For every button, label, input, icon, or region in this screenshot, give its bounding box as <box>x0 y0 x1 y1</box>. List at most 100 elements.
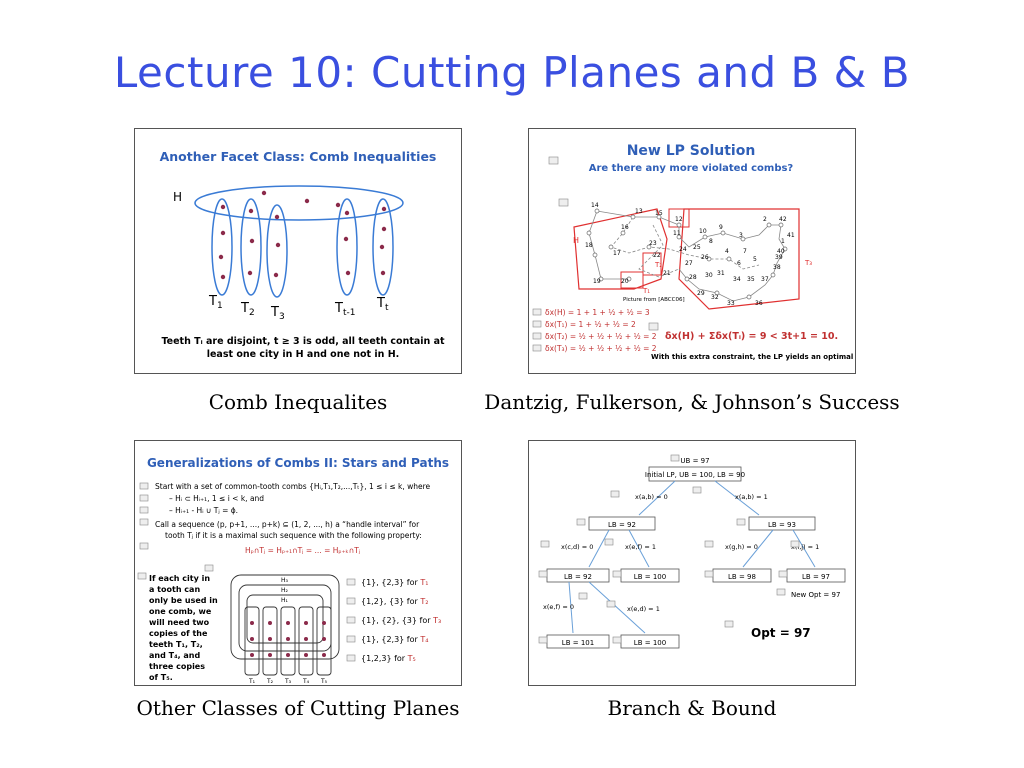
caption-bb: Branch & Bound <box>607 696 777 720</box>
svg-text:4: 4 <box>725 248 729 255</box>
teeth-columns <box>244 606 332 676</box>
svg-text:LB = 92: LB = 92 <box>608 521 636 529</box>
svg-text:21: 21 <box>663 270 671 277</box>
tooth-1 <box>211 198 233 296</box>
city-dots <box>218 190 387 280</box>
svg-text:7: 7 <box>743 248 747 255</box>
tooth-3 <box>266 204 288 298</box>
svg-text:18: 18 <box>585 242 593 249</box>
bb-ub: UB = 97 <box>680 457 709 465</box>
svg-text:25: 25 <box>693 244 701 251</box>
svg-text:20: 20 <box>621 278 629 285</box>
svg-text:11: 11 <box>673 230 681 237</box>
svg-text:δx(T₂) = ½ + ½ + ½ + ½ = 2: δx(T₂) = ½ + ½ + ½ + ½ = 2 <box>545 332 657 341</box>
svg-text:13: 13 <box>635 208 643 215</box>
svg-text:three copies: three copies <box>149 662 205 671</box>
svg-text:a tooth can: a tooth can <box>149 585 200 594</box>
svg-text:H₃: H₃ <box>281 577 289 584</box>
svg-text:tooth Tⱼ if it is a maximal su: tooth Tⱼ if it is a maximal such sequenc… <box>165 531 422 540</box>
svg-text:LB = 101: LB = 101 <box>562 639 594 647</box>
svg-text:H₂: H₂ <box>281 587 289 594</box>
caption-other: Other Classes of Cutting Planes <box>136 696 460 720</box>
slide-title: Lecture 10: Cutting Planes and B & B <box>113 48 911 97</box>
svg-text:LB = 100: LB = 100 <box>634 573 666 581</box>
tooth-label-3: T3 <box>270 305 285 322</box>
svg-text:Hₚ∩Tⱼ = Hₚ₊₁∩Tⱼ = ... = Hₚ₊ₖ∩T: Hₚ∩Tⱼ = Hₚ₊₁∩Tⱼ = ... = Hₚ₊ₖ∩Tⱼ <box>245 546 360 555</box>
other-side-text: If each city in a tooth can only be used… <box>149 574 218 682</box>
svg-text:26: 26 <box>701 254 709 261</box>
dfj-note: With this extra constraint, the LP yield… <box>651 353 855 361</box>
svg-text:31: 31 <box>717 270 725 277</box>
handle-label: H <box>173 190 182 204</box>
tooth-t <box>372 198 394 296</box>
other-figure: Generalizations of Combs II: Stars and P… <box>137 456 449 685</box>
svg-text:15: 15 <box>655 210 663 217</box>
svg-text:8: 8 <box>709 238 713 245</box>
svg-text:will need two: will need two <box>149 618 210 627</box>
svg-text:Call a sequence (p, p+1, ...,: Call a sequence (p, p+1, ..., p+k) ⊆ (1,… <box>155 520 420 529</box>
svg-text:x(e,f) = 0: x(e,f) = 0 <box>543 603 574 611</box>
svg-text:x(a,b) = 0: x(a,b) = 0 <box>635 493 668 501</box>
svg-text:37: 37 <box>761 276 769 283</box>
svg-text:9: 9 <box>719 224 723 231</box>
tooth-label-2: T2 <box>240 301 255 318</box>
svg-text:{1,2,3} for T₅: {1,2,3} for T₅ <box>361 654 416 663</box>
dfj-h-label: H <box>573 236 579 245</box>
svg-text:19: 19 <box>593 278 601 285</box>
svg-text:δx(T₃) = ½ + ½ + ½ + ½ = 2: δx(T₃) = ½ + ½ + ½ + ½ = 2 <box>545 344 657 353</box>
dfj-sum-equation: δx(H) + Σδx(Tᵢ) = 9 < 3t+1 = 10. <box>665 331 838 342</box>
svg-text:39: 39 <box>775 254 783 261</box>
svg-text:38: 38 <box>773 264 781 271</box>
other-heading: Generalizations of Combs II: Stars and P… <box>147 456 449 470</box>
svg-text:16: 16 <box>621 224 629 231</box>
caption-dfj: Dantzig, Fulkerson, & Johnson’s Success <box>484 390 900 414</box>
svg-text:x(c,d) = 0: x(c,d) = 0 <box>561 543 593 551</box>
svg-text:– Hᵢ₊₁ - Hᵢ ∪ Tⱼ = ϕ.: – Hᵢ₊₁ - Hᵢ ∪ Tⱼ = ϕ. <box>169 506 238 515</box>
svg-text:x(a,b) = 1: x(a,b) = 1 <box>735 493 768 501</box>
svg-text:42: 42 <box>779 216 787 223</box>
bb-new-opt: New Opt = 97 <box>791 591 840 599</box>
svg-text:{1,2}, {3} for T₂: {1,2}, {3} for T₂ <box>361 597 428 606</box>
svg-text:x(e,d) = 1: x(e,d) = 1 <box>627 605 660 613</box>
dfj-heading: New LP Solution <box>627 143 756 159</box>
svg-text:36: 36 <box>755 300 763 307</box>
svg-text:T₃: T₃ <box>804 259 812 267</box>
svg-text:x(e,f) = 1: x(e,f) = 1 <box>625 543 656 551</box>
svg-text:17: 17 <box>613 250 621 257</box>
svg-text:6: 6 <box>737 260 741 267</box>
svg-text:{1}, {2,3} for T₄: {1}, {2,3} for T₄ <box>361 635 428 644</box>
handle-region <box>573 208 668 290</box>
bb-root: Initial LP, UB = 100, LB = 90 <box>645 471 745 479</box>
svg-text:δx(T₁) = 1 + ½ + ½ = 2: δx(T₁) = 1 + ½ + ½ = 2 <box>545 320 636 329</box>
svg-text:22: 22 <box>653 252 661 259</box>
svg-text:LB = 93: LB = 93 <box>768 521 796 529</box>
comb-desc-1: Teeth Tᵢ are disjoint, t ≥ 3 is odd, all… <box>161 336 445 347</box>
svg-text:and T₄, and: and T₄, and <box>149 651 200 660</box>
tooth-label-1: T1 <box>208 294 223 311</box>
tooth-region <box>678 208 800 310</box>
svg-text:x(i,j) = 1: x(i,j) = 1 <box>791 543 819 551</box>
svg-text:H₁: H₁ <box>281 597 289 604</box>
dfj-picture-credit: Picture from [ABCC06] <box>623 297 685 303</box>
svg-text:If each city in: If each city in <box>149 574 210 583</box>
svg-text:T₁: T₁ <box>248 678 256 685</box>
svg-text:14: 14 <box>591 202 599 209</box>
tooth-label-t: Tt <box>376 296 389 313</box>
comb-heading: Another Facet Class: Comb Inequalities <box>160 149 437 164</box>
svg-text:T₁: T₁ <box>642 287 650 295</box>
bb-panel: UB = 97 Initial LP, UB = 100, LB = 90 LB… <box>528 440 856 686</box>
svg-text:28: 28 <box>689 274 697 281</box>
handle-h1 <box>246 594 324 644</box>
other-panel: Generalizations of Combs II: Stars and P… <box>134 440 462 686</box>
svg-text:29: 29 <box>697 290 705 297</box>
svg-text:of T₅.: of T₅. <box>149 673 173 682</box>
svg-text:δx(H) = 1 + 1 + ½ + ½ = 3: δx(H) = 1 + 1 + ½ + ½ = 3 <box>545 308 650 317</box>
svg-text:LB = 92: LB = 92 <box>564 573 592 581</box>
svg-text:35: 35 <box>747 276 755 283</box>
dfj-subheading: Are there any more violated combs? <box>589 163 794 174</box>
comb-desc-2: least one city in H and one not in H. <box>207 349 400 360</box>
svg-text:LB = 97: LB = 97 <box>802 573 830 581</box>
other-intervals: {1}, {2,3} for T₁ {1,2}, {3} for T₂ {1},… <box>346 578 441 663</box>
tooth-2 <box>240 198 262 296</box>
svg-text:12: 12 <box>675 216 683 223</box>
